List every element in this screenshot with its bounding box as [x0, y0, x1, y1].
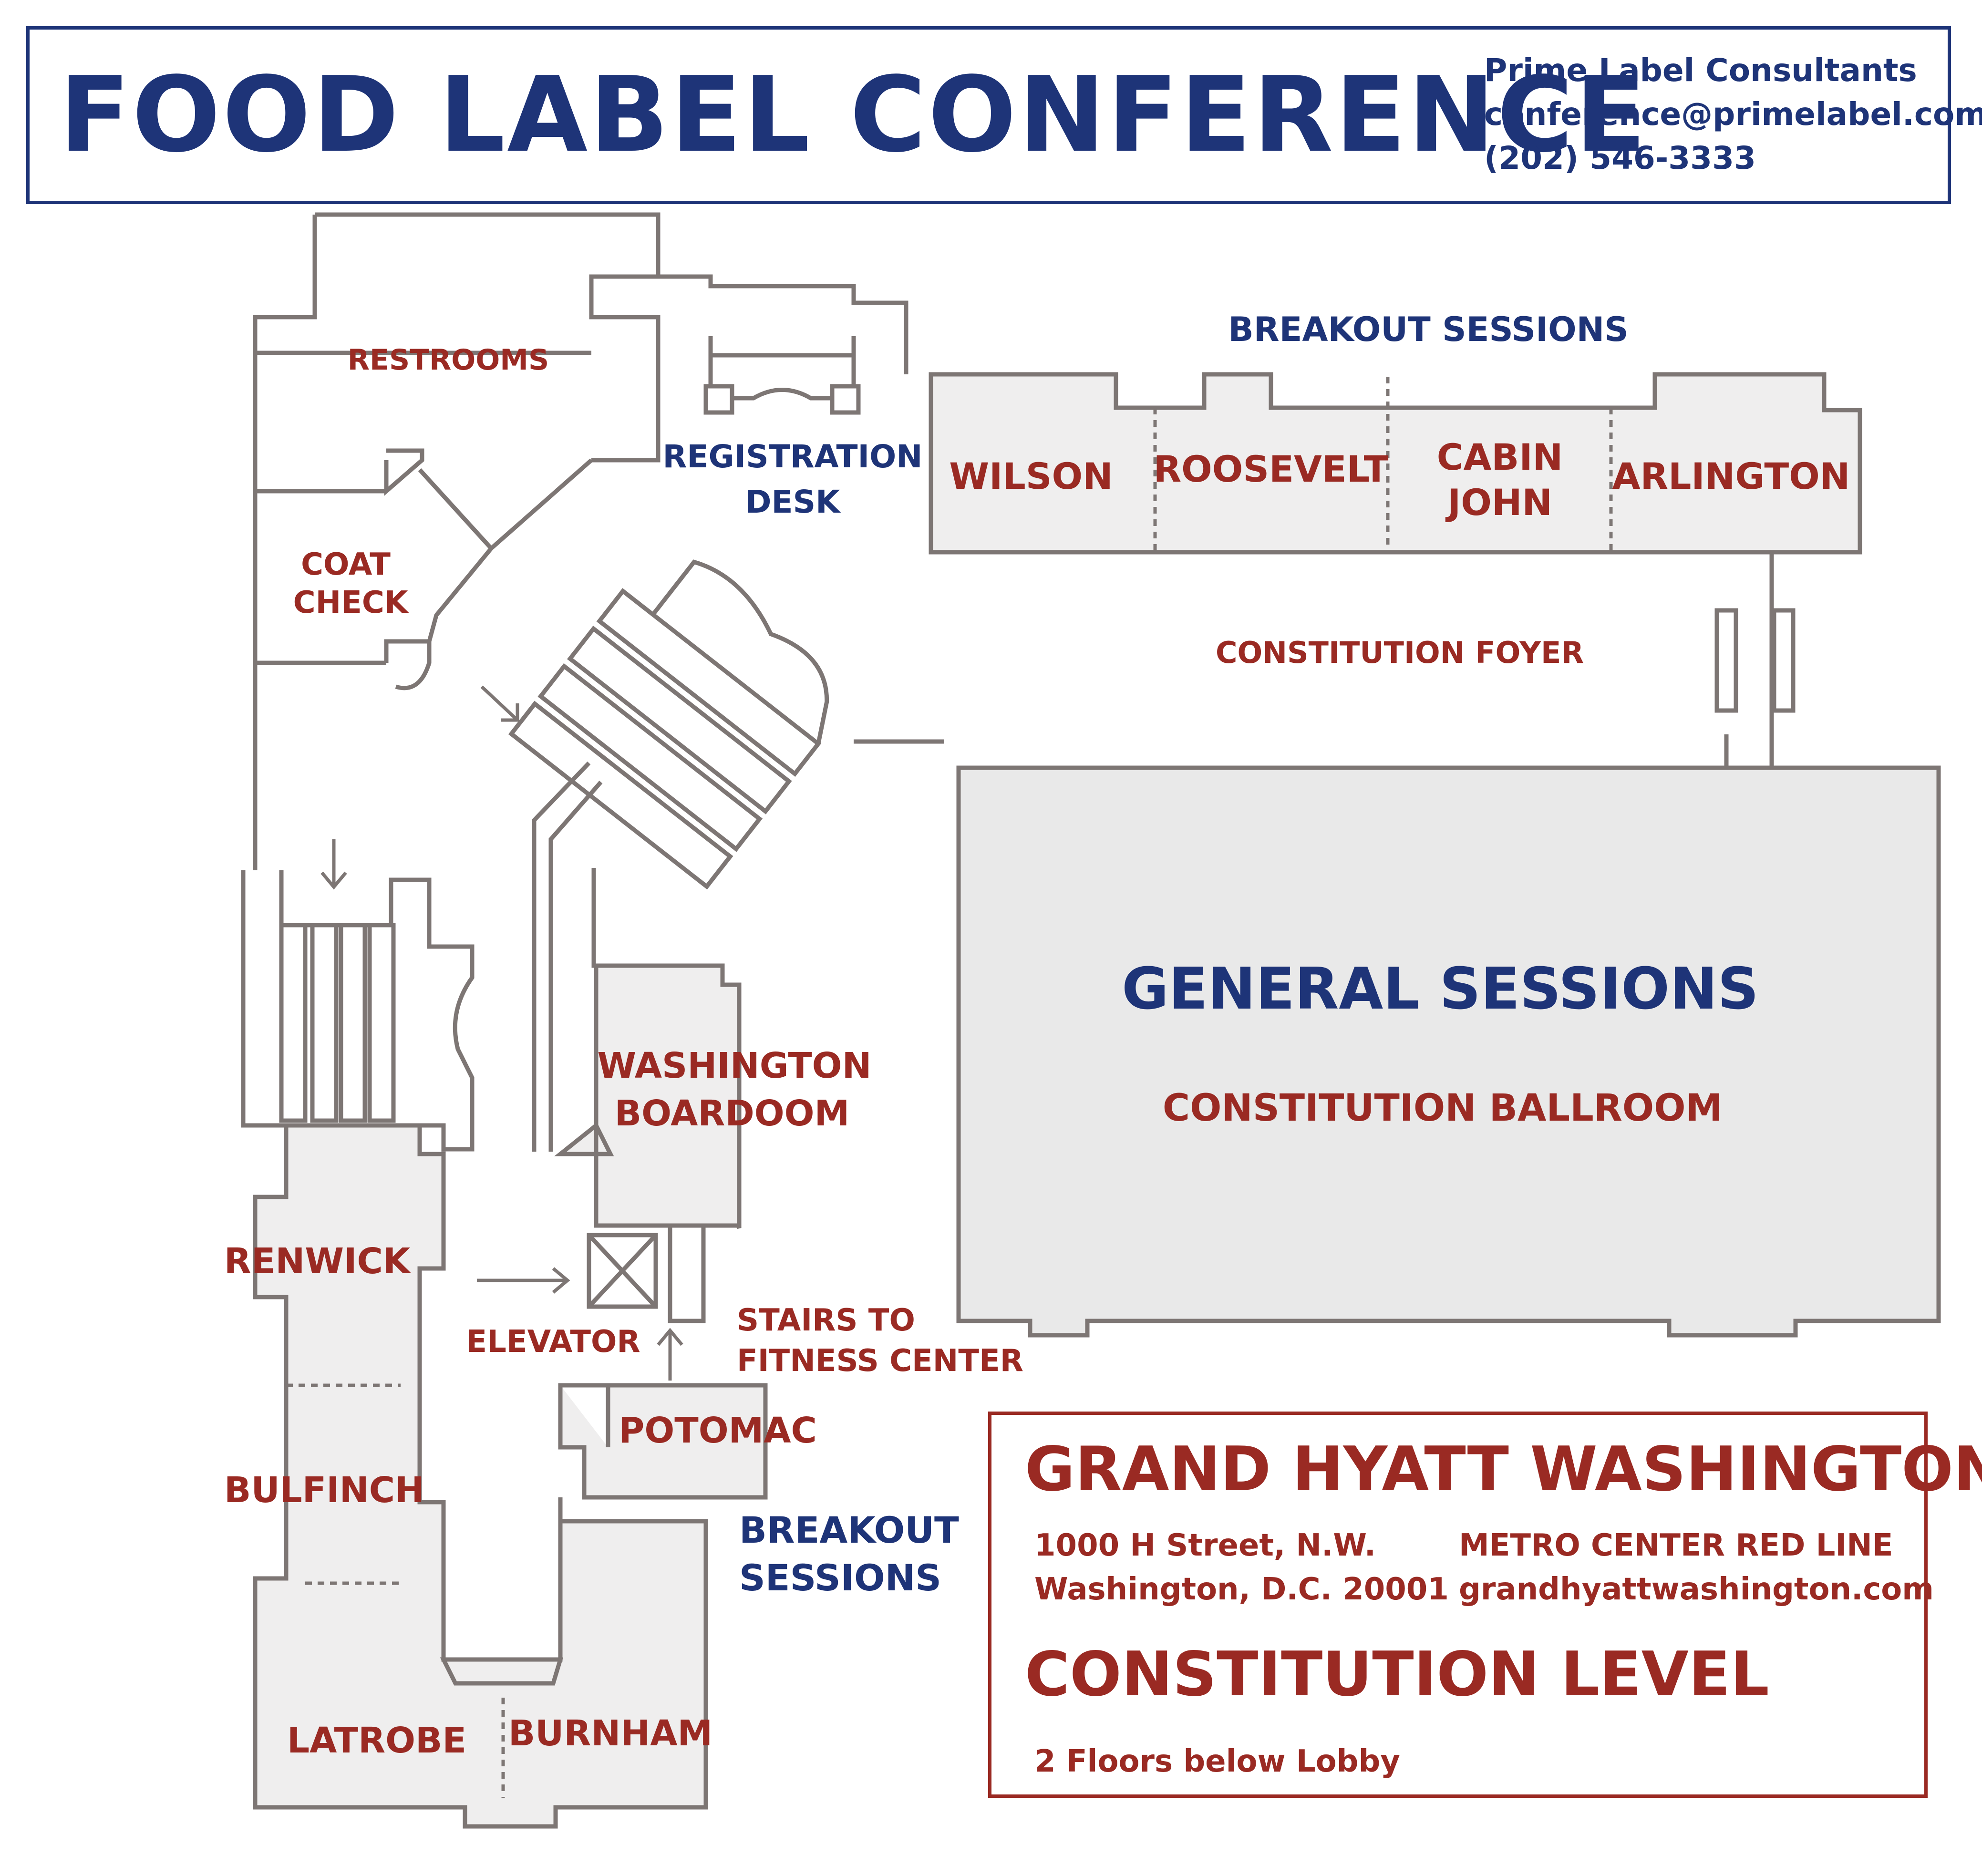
label-breakout-bottom-1: BREAKOUT: [739, 1509, 959, 1551]
label-constitution-foyer: CONSTITUTION FOYER: [1216, 635, 1584, 670]
label-coat-check-1: COAT: [301, 547, 391, 582]
label-restrooms: RESTROOMS: [348, 343, 549, 377]
label-stairs-2: FITNESS CENTER: [737, 1343, 1023, 1379]
label-breakout-bottom-2: SESSIONS: [739, 1556, 941, 1599]
label-bulfinch: BULFINCH: [224, 1470, 424, 1511]
hotel-address: 1000 H Street, N.W. Washington, D.C. 200…: [1034, 1524, 1449, 1611]
label-latrobe: LATROBE: [287, 1720, 466, 1761]
hotel-transit-web: METRO CENTER RED LINE grandhyattwashingt…: [1459, 1524, 1934, 1611]
org-name: Prime Label Consultants: [1484, 52, 1917, 89]
label-potomac: POTOMAC: [619, 1410, 817, 1451]
level-name: CONSTITUTION LEVEL: [1025, 1639, 1769, 1710]
conference-title: FOOD LABEL CONFERENCE: [59, 55, 1648, 175]
elevator-shaft: [587, 1233, 658, 1309]
hotel-name: GRAND HYATT WASHINGTON: [1025, 1434, 1982, 1505]
label-registration-1: REGISTRATION: [663, 438, 923, 475]
contact-phone[interactable]: (202) 546-3333: [1484, 140, 1756, 176]
contact-email[interactable]: conference@primelabel.com: [1484, 96, 1982, 133]
header-banner: FOOD LABEL CONFERENCE Prime Label Consul…: [26, 26, 1982, 204]
label-washington-1: WASHINGTON: [597, 1045, 871, 1086]
label-stairs-1: STAIRS TO: [737, 1303, 915, 1338]
level-note: 2 Floors below Lobby: [1034, 1744, 1400, 1779]
potomac-room: [558, 1383, 768, 1500]
label-burnham: BURNHAM: [508, 1713, 712, 1754]
burnham-room: [440, 1497, 706, 1686]
contact-block: Prime Label Consultants conference@prime…: [1484, 49, 1982, 180]
label-wilson: WILSON: [949, 455, 1113, 497]
foyer-right-wall: [1724, 552, 1774, 768]
hotel-website[interactable]: grandhyattwashington.com: [1459, 1572, 1934, 1607]
arrow-down-escalator: [320, 839, 347, 890]
arrow-to-escalator-bank: [480, 685, 519, 722]
metro-line: METRO CENTER RED LINE: [1459, 1528, 1893, 1563]
label-breakout-top: BREAKOUT SESSIONS: [1228, 310, 1628, 349]
label-cabin-john-1: CABIN: [1437, 436, 1563, 478]
hotel-info-box: GRAND HYATT WASHINGTON 1000 H Street, N.…: [988, 1412, 1982, 1798]
address-line-1: 1000 H Street, N.W.: [1034, 1528, 1376, 1563]
entry-corridor-outline: [315, 212, 908, 463]
address-line-2: Washington, D.C. 20001: [1034, 1572, 1449, 1607]
restrooms-outline: [253, 215, 591, 870]
breakout-rooms-top-outline: [929, 372, 1862, 555]
constitution-ballroom: [956, 765, 1941, 1338]
stairs-to-fitness: [668, 1223, 706, 1323]
label-general-sessions: GENERAL SESSIONS: [1122, 956, 1759, 1022]
registration-desk-outline: [703, 336, 861, 415]
coat-check-outline: [384, 448, 593, 691]
label-cabin-john-2: JOHN: [1445, 481, 1552, 524]
escalator-rails-left: [279, 923, 396, 1123]
escalator-bank-diagonal: [508, 559, 829, 890]
label-arlington: ARLINGTON: [1612, 455, 1850, 497]
washington-boardroom-room: [554, 963, 742, 1228]
label-washington-2: BOARDOOM: [615, 1093, 849, 1134]
label-elevator: ELEVATOR: [466, 1324, 640, 1360]
label-constitution-ballroom: CONSTITUTION BALLROOM: [1163, 1087, 1723, 1130]
arrow-to-elevator: [477, 1267, 570, 1294]
renwick-bulfinch-latrobe-rooms: [253, 1123, 708, 1829]
escalator-bank-left-outline: [241, 870, 475, 1152]
arrow-up-stairs: [657, 1328, 683, 1381]
foyer-escalators: [1714, 608, 1796, 713]
label-registration-2: DESK: [745, 484, 841, 520]
label-coat-check-2: CHECK: [293, 585, 409, 620]
label-renwick: RENWICK: [224, 1241, 412, 1282]
corridor-to-boardroom: [532, 761, 622, 1152]
label-roosevelt: ROOSEVELT: [1154, 448, 1389, 490]
